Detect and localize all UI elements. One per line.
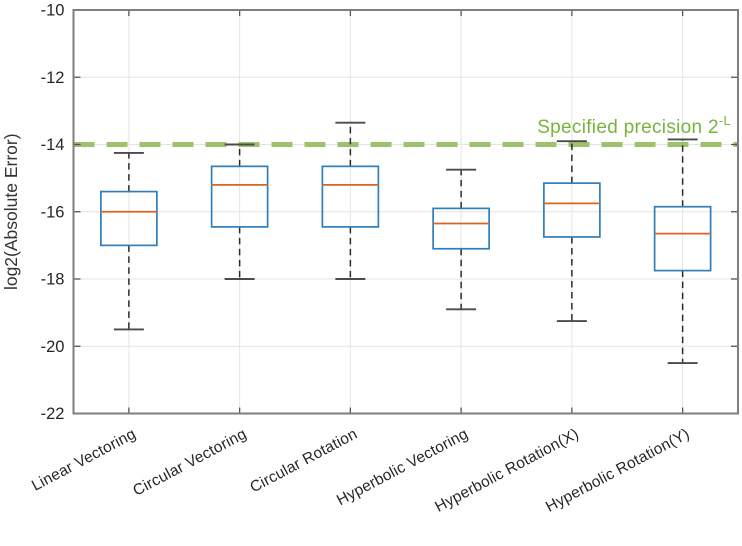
y-tick-label: -16 [41, 203, 65, 221]
y-tick-label: -22 [41, 405, 65, 423]
box-linear-vectoring [100, 151, 158, 331]
box-circular-vectoring [210, 143, 269, 280]
y-tick-label: -18 [41, 271, 65, 289]
y-tick-label: -20 [41, 338, 65, 356]
box-hyperbolic-rotation-y [653, 138, 712, 365]
y-axis-label: log2(Absolute Error) [1, 133, 21, 290]
y-tick-label: -10 [41, 2, 65, 20]
x-tick-label: Circular Rotation [247, 426, 360, 497]
y-tick-label: -14 [41, 136, 65, 154]
box-rect [321, 165, 380, 228]
y-tick-label: -12 [41, 69, 65, 87]
plot-border [72, 9, 739, 415]
box-hyperbolic-rotation-x [543, 140, 601, 322]
x-tick-label: Circular Vectoring [130, 426, 249, 500]
box-rect [100, 190, 158, 247]
box-rect [432, 207, 490, 250]
box-circular-rotation [321, 121, 380, 280]
x-tick-label: Linear Vectoring [29, 426, 139, 495]
box-rect [543, 182, 601, 238]
box-hyperbolic-vectoring [432, 168, 490, 311]
box-rect [653, 205, 712, 272]
box-rect [210, 165, 269, 228]
reference-label: Specified precision 2-L [537, 113, 731, 138]
